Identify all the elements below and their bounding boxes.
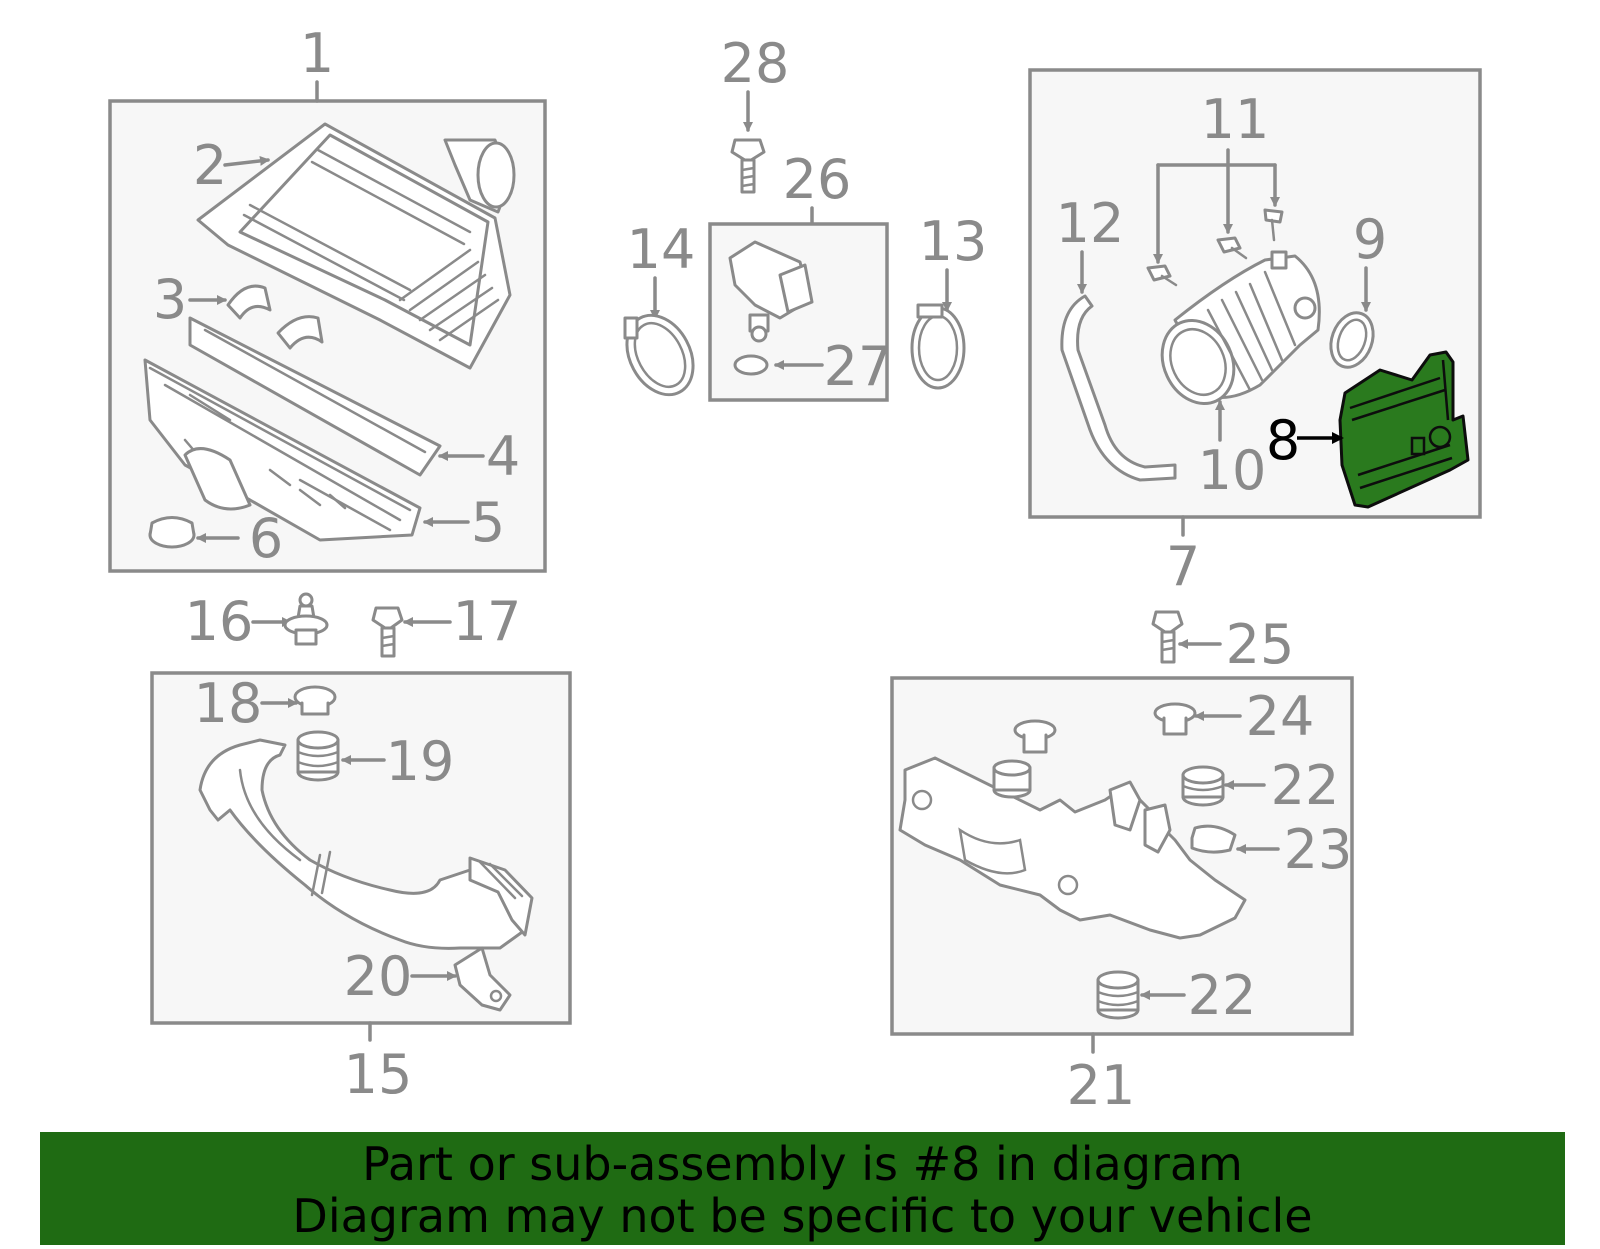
callout-14[interactable]: 14 [627, 218, 696, 281]
callout-7[interactable]: 7 [1166, 535, 1200, 598]
part-22-mount-lower[interactable] [1096, 970, 1140, 1020]
callout-24[interactable]: 24 [1246, 685, 1315, 748]
callout-6[interactable]: 6 [249, 507, 283, 570]
callout-17[interactable]: 17 [453, 590, 522, 653]
group-air-cleaner-assembly: 1 2 3 4 [108, 22, 547, 573]
part-14-clamp[interactable] [614, 304, 706, 406]
part-19-mount[interactable] [296, 730, 340, 782]
part-23-grommet[interactable] [1190, 824, 1237, 854]
callout-20[interactable]: 20 [344, 945, 413, 1008]
part-25-bolt[interactable] [1151, 610, 1184, 664]
callout-5[interactable]: 5 [471, 491, 505, 554]
callout-4[interactable]: 4 [486, 425, 520, 488]
callout-21[interactable]: 21 [1067, 1054, 1136, 1117]
part-6-grommet[interactable] [148, 516, 196, 549]
part-20-bracket[interactable] [453, 946, 512, 1012]
callout-28[interactable]: 28 [721, 32, 790, 95]
callout-3[interactable]: 3 [153, 268, 187, 331]
callout-19[interactable]: 19 [386, 730, 455, 793]
callout-22-upper[interactable]: 22 [1271, 754, 1340, 817]
part-8-resonator[interactable] [1338, 350, 1470, 509]
callout-11[interactable]: 11 [1201, 88, 1270, 151]
callout-9[interactable]: 9 [1353, 208, 1387, 271]
part-10-intake-duct[interactable] [1149, 250, 1321, 415]
group-intake-pipe-assembly: 15 18 19 20 [150, 671, 572, 1106]
group-fasteners-16-17: 16 17 [185, 590, 522, 658]
part-16-nut[interactable] [283, 592, 329, 646]
part-27-o-ring[interactable] [733, 354, 769, 376]
group-fastener-25: 25 [1151, 610, 1295, 676]
part-28-bolt[interactable] [730, 138, 766, 194]
part-13-clamp[interactable] [910, 303, 966, 390]
assembly-box-15 [150, 671, 572, 1025]
info-banner: Part or sub-assembly is #8 in diagram Di… [40, 1132, 1565, 1245]
callout-18[interactable]: 18 [194, 672, 263, 735]
part-9-clamp[interactable] [1324, 307, 1381, 373]
callout-12[interactable]: 12 [1056, 192, 1125, 255]
group-center-parts: 28 26 27 14 13 [614, 32, 988, 406]
part-22-small-grommet[interactable] [992, 719, 1057, 799]
callout-15[interactable]: 15 [344, 1043, 413, 1106]
part-bracket-21[interactable] [898, 756, 1247, 940]
banner-line-2: Diagram may not be specific to your vehi… [292, 1189, 1313, 1243]
callout-10[interactable]: 10 [1198, 439, 1267, 502]
part-11-screws[interactable] [1146, 208, 1284, 287]
group-bracket-assembly: 21 24 22 23 [890, 676, 1354, 1117]
banner-line-1: Part or sub-assembly is #8 in diagram [362, 1137, 1243, 1191]
part-17-bolt[interactable] [371, 606, 404, 658]
callout-25[interactable]: 25 [1226, 613, 1295, 676]
part-2-upper-housing[interactable] [196, 122, 516, 370]
part-pipe-15[interactable] [198, 738, 534, 950]
callout-1[interactable]: 1 [300, 22, 334, 85]
callout-22-lower[interactable]: 22 [1188, 964, 1257, 1027]
part-22-mount-upper[interactable] [1181, 765, 1225, 807]
callout-8[interactable]: 8 [1266, 409, 1300, 472]
callout-27[interactable]: 27 [824, 335, 893, 398]
callout-2[interactable]: 2 [193, 134, 227, 197]
callout-23[interactable]: 23 [1284, 818, 1353, 881]
part-3-clips[interactable] [226, 284, 324, 350]
part-12-hose[interactable] [1060, 294, 1177, 482]
part-4-filter-element[interactable] [188, 316, 442, 477]
callout-16[interactable]: 16 [185, 590, 254, 653]
callout-26[interactable]: 26 [783, 148, 852, 211]
part-18-grommet[interactable] [293, 685, 337, 716]
callout-13[interactable]: 13 [919, 210, 988, 273]
group-air-duct-assembly: 7 11 12 10 9 [1028, 68, 1482, 598]
part-26-sensor[interactable] [728, 240, 814, 343]
part-5-lower-housing[interactable] [143, 358, 422, 542]
